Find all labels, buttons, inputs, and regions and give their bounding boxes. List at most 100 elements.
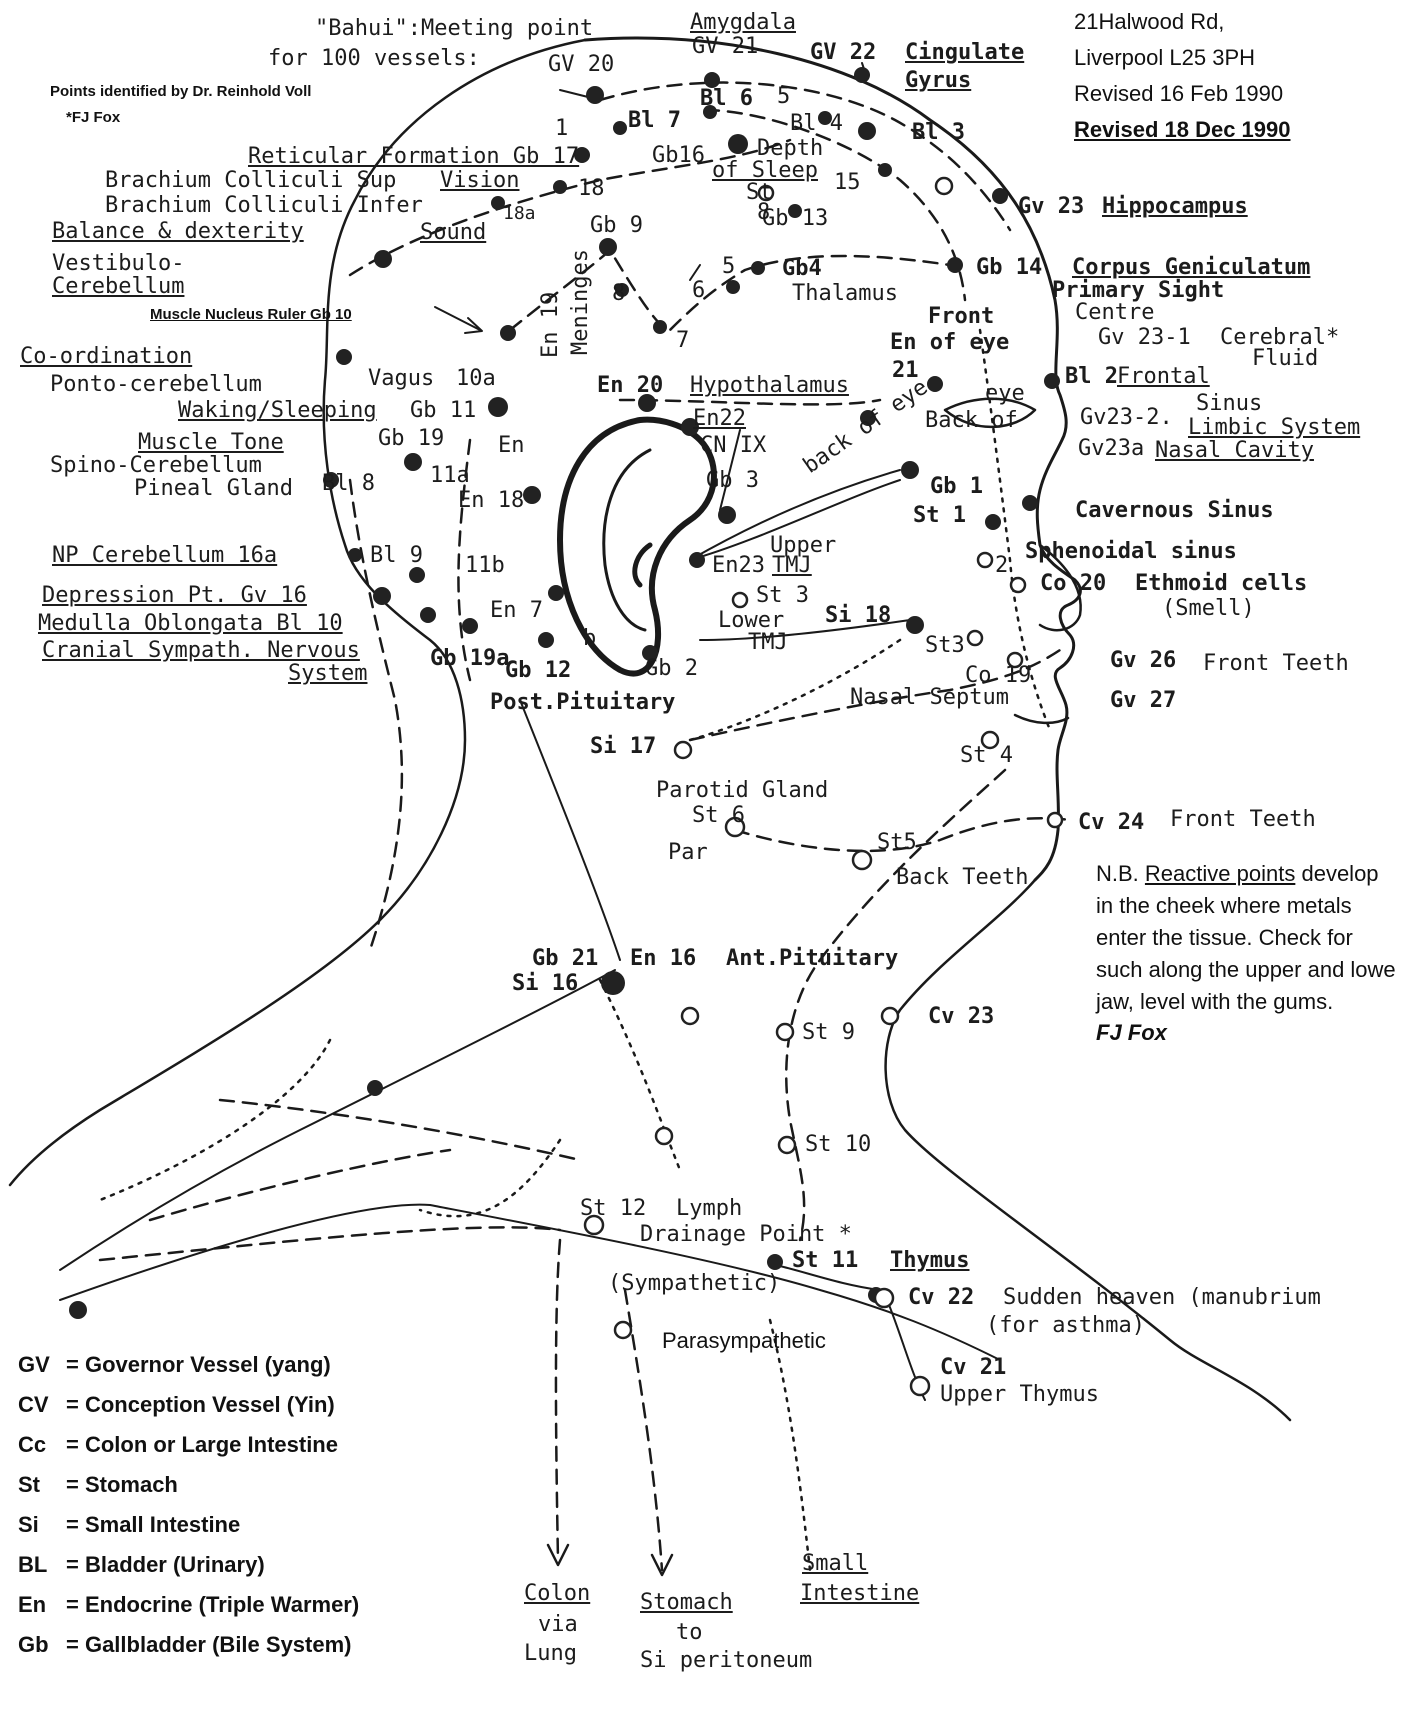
- label-gb11: Gb 11: [410, 400, 476, 422]
- point-si18: [906, 616, 924, 634]
- label-eye: eye: [985, 383, 1025, 405]
- legend-abbreviation: Si: [18, 1512, 66, 1538]
- legend-row: Cc= Colon or Large Intestine: [18, 1432, 359, 1472]
- label-si17: Si 17: [590, 736, 656, 758]
- point-en7: [548, 585, 564, 601]
- revised-date-2: Revised 18 Dec 1990: [1074, 118, 1291, 142]
- label-thalamus: Thalamus: [792, 283, 898, 305]
- label-small: Small: [802, 1553, 868, 1575]
- label-cerebellum: Cerebellum: [52, 276, 184, 298]
- point-gb5: [751, 261, 765, 275]
- label-5a: 5: [777, 86, 790, 108]
- label-gb21: Gb 21: [532, 948, 598, 970]
- label-lymph: Lymph: [676, 1198, 742, 1220]
- point-gb12: [538, 632, 554, 648]
- point-np-cerebellum: [348, 548, 362, 562]
- label-si-peri: Si peritoneum: [640, 1650, 812, 1672]
- legend-meaning: = Small Intestine: [66, 1512, 240, 1537]
- label-tmj: TMJ: [772, 555, 812, 577]
- note-signature: FJ Fox: [1096, 1020, 1167, 1045]
- note-nb: N.B.: [1096, 861, 1139, 886]
- point-st11: [767, 1254, 783, 1270]
- label-cn-ix: CN IX: [700, 435, 766, 457]
- point-balance: [374, 250, 392, 268]
- point-gb10: [500, 325, 516, 341]
- label-bl8: Bl 8: [322, 473, 375, 495]
- legend-row: BL= Bladder (Urinary): [18, 1552, 359, 1592]
- point-frontal: [1044, 373, 1060, 389]
- revised-date-1: Revised 16 Feb 1990: [1074, 82, 1283, 106]
- point-gv20: [586, 86, 604, 104]
- legend-abbreviation: Gb: [18, 1632, 66, 1658]
- legend-meaning: = Gallbladder (Bile System): [66, 1632, 351, 1657]
- credit-fox: *FJ Fox: [66, 110, 120, 127]
- point-neck-3: [656, 1128, 672, 1144]
- line-arrow-gb10: [435, 307, 480, 330]
- label-back-of: Back of: [925, 410, 1018, 432]
- label-st5: St5: [877, 832, 917, 854]
- label-reticular: Reticular Formation Gb 17: [248, 146, 579, 168]
- point-gb9: [599, 238, 617, 256]
- gb10-arrow-head: [465, 318, 482, 333]
- label-en-of-eye: En of eye: [890, 332, 1009, 354]
- label-frontal: Frontal: [1117, 366, 1210, 388]
- label-en7: En 7: [490, 600, 543, 622]
- point-si17: [675, 742, 691, 758]
- label-fluid: Fluid: [1252, 348, 1318, 370]
- label-co20: Co 20: [1040, 573, 1106, 595]
- legend-abbreviation: GV: [18, 1352, 66, 1378]
- ear-inner: [604, 450, 650, 630]
- point-gb14-eye: [936, 178, 952, 194]
- label-primary: Primary Sight: [1052, 280, 1224, 302]
- label-gv27: Gv 27: [1110, 690, 1176, 712]
- label-hippocampus: Hippocampus: [1102, 196, 1248, 218]
- label-8b: 8: [612, 283, 625, 305]
- legend-abbreviation: En: [18, 1592, 66, 1618]
- label-gv22: GV 22: [810, 42, 876, 64]
- point-nose-2: [978, 553, 992, 567]
- point-medulla: [420, 607, 436, 623]
- point-cv23: [882, 1008, 898, 1024]
- point-st5: [853, 851, 871, 869]
- label-front-teeth-1: Front Teeth: [1203, 653, 1349, 675]
- label-bl7: Bl 7: [628, 110, 681, 132]
- point-st3: [968, 631, 982, 645]
- label-gb19a: Gb 19a: [430, 648, 509, 670]
- point-cv21: [911, 1377, 929, 1395]
- label-bahui: "Bahui":Meeting point: [315, 18, 593, 40]
- label-system: System: [288, 663, 367, 685]
- label-co19: Co 19: [965, 665, 1031, 687]
- label-nasal-cavity: Nasal Cavity: [1155, 440, 1314, 462]
- label-medulla: Medulla Oblongata Bl 10: [38, 613, 343, 635]
- label-bl9: Bl 9: [370, 545, 423, 567]
- label-si16: Si 16: [512, 973, 578, 995]
- legend-row: CV= Conception Vessel (Yin): [18, 1392, 359, 1432]
- label-amygdala: Amygdala: [690, 12, 796, 34]
- label-cv21: Cv 21: [940, 1357, 1006, 1379]
- label-to: to: [676, 1622, 703, 1644]
- label-cingulate: Cingulate: [905, 42, 1024, 64]
- label-gb16: Gb16: [652, 145, 705, 167]
- label-depression: Depression Pt. Gv 16: [42, 585, 307, 607]
- label-hypothalamus: Hypothalamus: [690, 375, 849, 397]
- label-back-teeth: Back Teeth: [896, 867, 1028, 889]
- label-st4: St 4: [960, 745, 1013, 767]
- label-gb9: Gb 9: [590, 215, 643, 237]
- neck-line-1: [150, 1150, 450, 1220]
- point-bl7: [613, 121, 627, 135]
- label-en16: En 16: [630, 948, 696, 970]
- label-gv23-2: Gv23-2.: [1080, 407, 1173, 429]
- point-gv22: [854, 67, 870, 83]
- label-en22: En22: [693, 408, 746, 430]
- point-depression: [373, 587, 391, 605]
- point-co20: [1011, 578, 1025, 592]
- label-6: 6: [692, 280, 705, 302]
- point-cv24: [1048, 813, 1062, 827]
- label-ant-pit: Ant.Pituitary: [726, 948, 898, 970]
- legend-row: St= Stomach: [18, 1472, 359, 1512]
- label-5b: 5: [722, 256, 735, 278]
- label-smell: (Smell): [1162, 598, 1255, 620]
- label-18a: 18a: [503, 205, 536, 223]
- label-muscle-tone: Muscle Tone: [138, 432, 284, 454]
- label-7: 7: [676, 330, 689, 352]
